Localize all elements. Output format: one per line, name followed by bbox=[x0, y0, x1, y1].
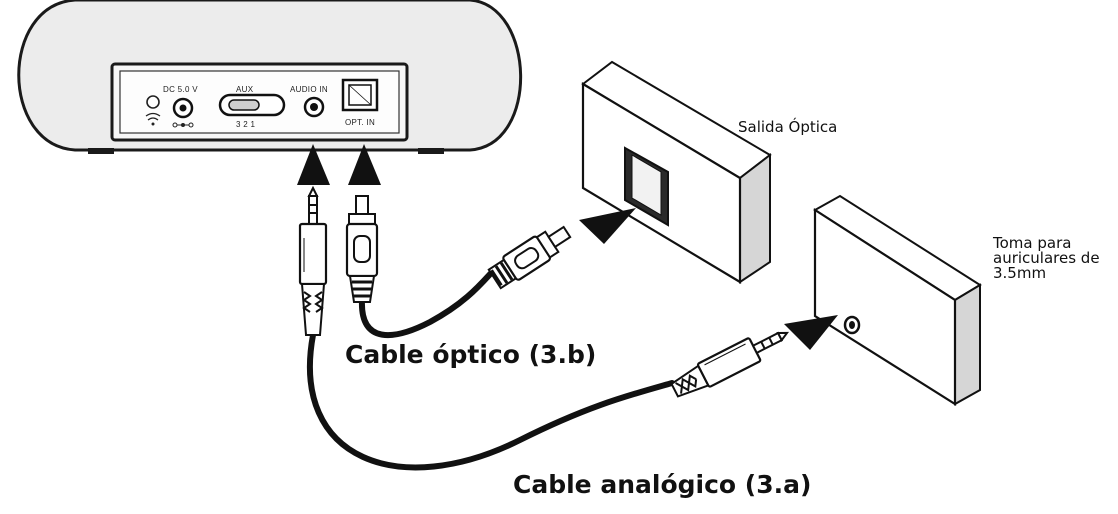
analog-cable-wire bbox=[306, 332, 675, 471]
headphone-jack-label-line-2: auriculares de bbox=[993, 249, 1100, 267]
headphone-jack-plate bbox=[813, 194, 982, 406]
dc-jack-icon bbox=[172, 97, 194, 128]
analog-cable-caption: Cable analógico (3.a) bbox=[513, 470, 812, 499]
optical-cable-wire bbox=[358, 269, 495, 339]
optical-plug-device-end bbox=[345, 195, 379, 303]
optical-plug-wall-end bbox=[487, 225, 572, 290]
optical-output-label: Salida Óptica bbox=[738, 118, 838, 136]
arrow-icon-to-optical-output bbox=[579, 208, 636, 244]
arrow-up-icon-optical-in bbox=[348, 144, 381, 185]
optical-in-port-icon bbox=[341, 78, 379, 112]
arrow-up-icon-audio-in bbox=[297, 144, 330, 185]
headphone-jack-label-line-1: Toma para bbox=[993, 234, 1072, 252]
optical-output-port-icon bbox=[624, 146, 669, 227]
opt-in-label: OPT. IN bbox=[345, 118, 375, 127]
headphone-jack-label-line-3: 3.5mm bbox=[993, 264, 1047, 282]
device-foot-right bbox=[418, 148, 444, 154]
audio-in-jack-icon bbox=[303, 96, 325, 118]
switch-positions-label: 3 2 1 bbox=[236, 120, 256, 129]
dc-input-label: DC 5.0 V bbox=[163, 85, 198, 94]
aux-selector-switch bbox=[218, 93, 286, 117]
arrow-icon-to-headphone-jack bbox=[784, 315, 838, 350]
analog-plug-wall-end bbox=[670, 331, 790, 398]
optical-output-plate bbox=[581, 60, 772, 284]
headphone-jack-icon bbox=[843, 315, 861, 335]
optical-cable-caption: Cable óptico (3.b) bbox=[345, 340, 597, 369]
headphone-jack-label: Toma para auriculares de 3.5mm bbox=[993, 236, 1118, 281]
audio-in-label: AUDIO IN bbox=[290, 85, 328, 94]
speaker-device: DC 5.0 V AUX 3 2 1 AUDIO IN OPT. bbox=[17, 0, 523, 154]
analog-plug-device-end bbox=[298, 185, 328, 336]
aux-switch-label: AUX bbox=[236, 85, 254, 94]
led-indicator-icon bbox=[145, 95, 161, 126]
device-foot-left bbox=[88, 148, 114, 154]
